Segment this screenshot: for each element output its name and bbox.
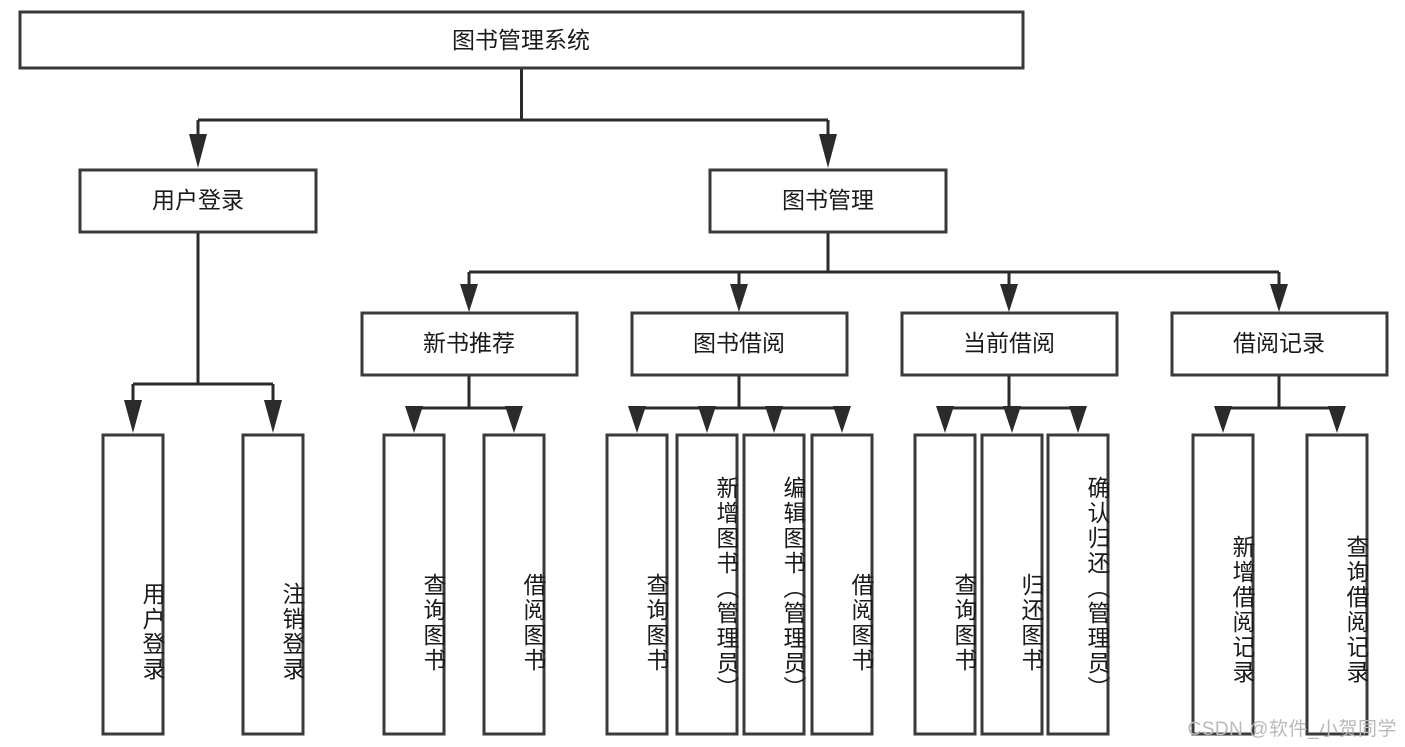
arrow-head-new-book-recommend <box>460 284 478 312</box>
arrow-head-current-borrow <box>1000 284 1018 312</box>
node-leaf-user-logout-box[interactable] <box>241 433 305 736</box>
connector-group-user-login <box>124 232 282 433</box>
node-new-book-recommend-box[interactable] <box>360 311 579 377</box>
node-leaf-confirm-return-box[interactable] <box>1046 433 1110 736</box>
connector-group-current-borrow <box>936 375 1087 433</box>
arrow-head-leaf-user-logout <box>264 400 282 433</box>
node-leaf-query-record-box[interactable] <box>1305 433 1369 736</box>
node-leaf-add-record-box[interactable] <box>1191 433 1255 736</box>
node-leaf-borrow-book-1-box[interactable] <box>482 433 546 736</box>
node-leaf-add-book-box[interactable] <box>675 433 739 736</box>
arrow-head-leaf-user-login <box>124 400 142 433</box>
node-borrow-record-label: 借阅记录 <box>1233 330 1325 356</box>
arrow-head-leaf-borrow-book-1 <box>505 406 523 433</box>
node-leaf-borrow-book-2-box[interactable] <box>810 433 874 736</box>
arrow-head-user-login <box>189 134 207 168</box>
node-current-borrow-box[interactable] <box>900 311 1119 377</box>
arrow-head-leaf-query-book-2 <box>628 406 646 433</box>
arrow-head-leaf-query-book-3 <box>936 406 954 433</box>
node-user-login-box[interactable] <box>78 168 318 234</box>
node-current-borrow-label: 当前借阅 <box>963 330 1055 356</box>
node-user-login-label: 用户登录 <box>152 187 244 213</box>
node-book-manage-label: 图书管理 <box>782 187 874 213</box>
arrow-head-borrow-record <box>1270 284 1288 312</box>
arrow-head-book-manage <box>819 134 837 168</box>
csdn-watermark: CSDN @软件_小贺同学 <box>1187 719 1397 740</box>
arrow-head-leaf-return-book <box>1003 406 1021 433</box>
arrow-head-leaf-add-record <box>1214 406 1232 433</box>
connector-group-root <box>189 68 837 168</box>
node-book-manage-box[interactable] <box>708 168 948 234</box>
connector-group-new-book-recommend <box>405 375 523 433</box>
arrow-head-leaf-query-record <box>1328 406 1346 433</box>
arrow-head-book-borrow <box>730 284 748 312</box>
node-root-label: 图书管理系统 <box>452 27 590 53</box>
node-leaf-query-book-2-box[interactable] <box>605 433 669 736</box>
node-leaf-return-book-box[interactable] <box>980 433 1044 736</box>
node-book-borrow-label: 图书借阅 <box>693 330 785 356</box>
node-leaf-edit-book-box[interactable] <box>742 433 806 736</box>
node-leaf-user-login-box[interactable] <box>101 433 165 736</box>
node-new-book-recommend-label: 新书推荐 <box>423 330 515 356</box>
node-leaf-query-book-3-box[interactable] <box>913 433 977 736</box>
connector-group-book-borrow <box>628 375 851 433</box>
node-borrow-record-box[interactable] <box>1170 311 1389 377</box>
arrow-head-leaf-borrow-book-2 <box>833 406 851 433</box>
connector-group-book-manage <box>460 232 1288 312</box>
arrow-head-leaf-query-book-1 <box>405 406 423 433</box>
arrow-head-leaf-confirm-return <box>1069 406 1087 433</box>
arrow-head-leaf-edit-book <box>765 406 783 433</box>
node-root-box[interactable] <box>18 10 1025 70</box>
arrow-head-leaf-add-book <box>698 406 716 433</box>
node-leaf-query-book-1-box[interactable] <box>382 433 446 736</box>
node-book-borrow-box[interactable] <box>630 311 849 377</box>
connector-group-borrow-record <box>1214 375 1346 433</box>
